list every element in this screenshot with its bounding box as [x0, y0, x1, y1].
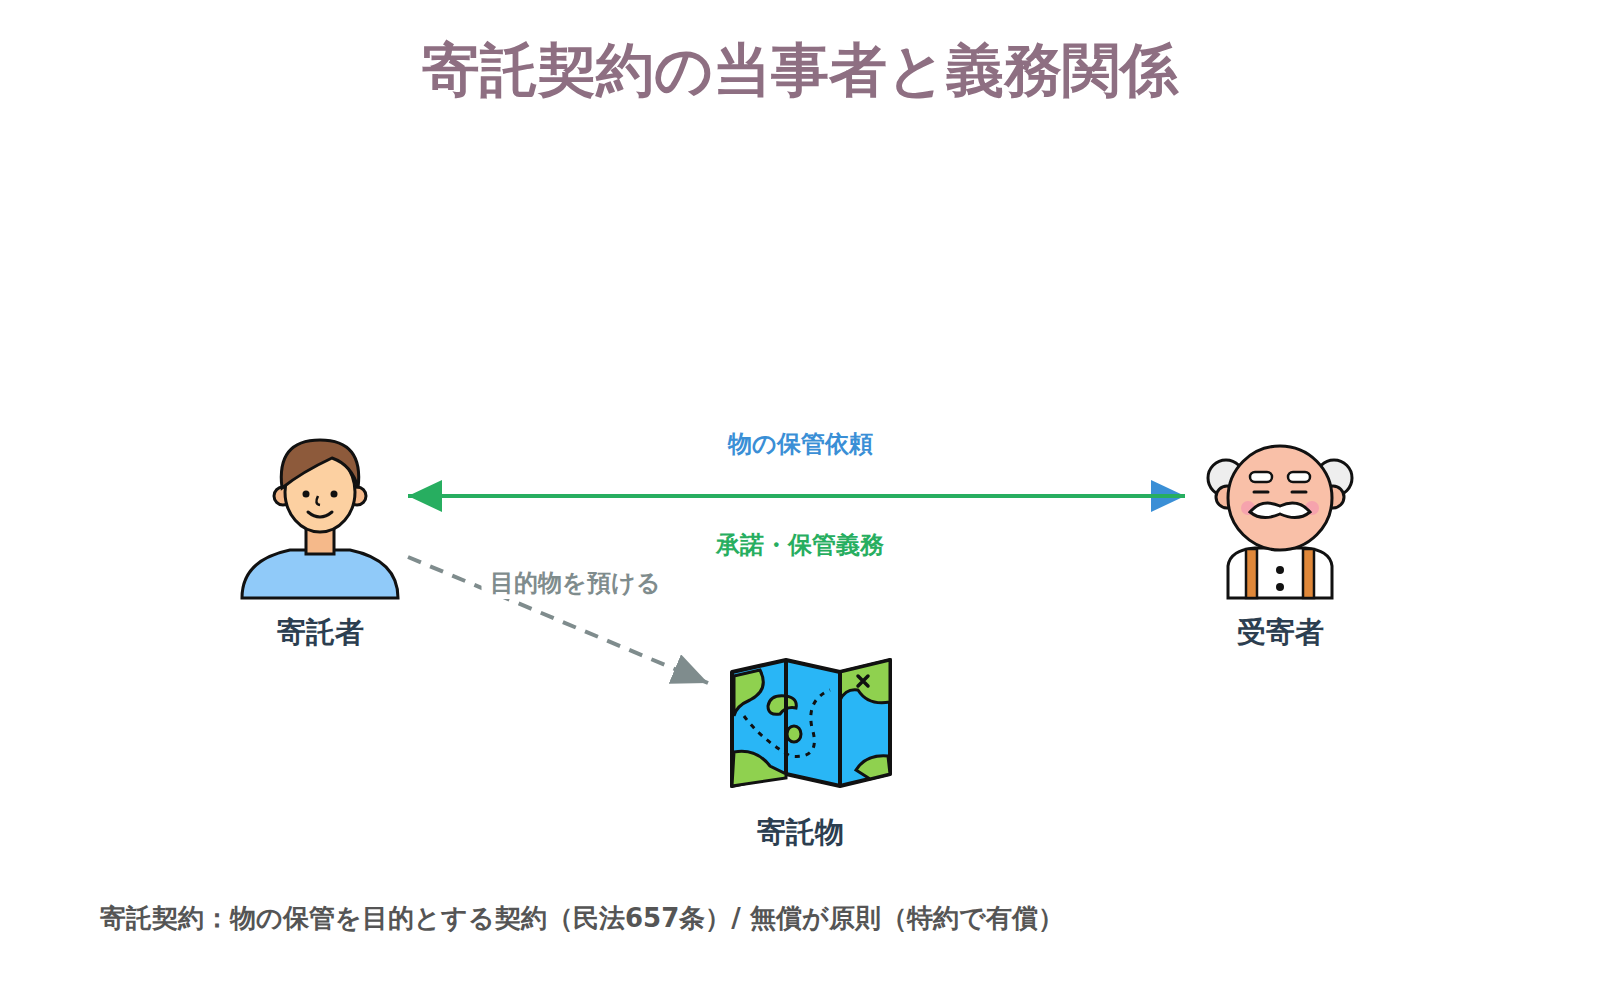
- diagram-title: 寄託契約の当事者と義務関係: [0, 30, 1600, 110]
- node-label: 寄託物: [757, 814, 844, 850]
- party-node: 寄託物: [708, 640, 892, 850]
- node-label: 受寄者: [1237, 614, 1324, 650]
- edge-label: 承諾・保管義務: [708, 529, 892, 561]
- party-node: 受寄者: [1185, 440, 1375, 650]
- party-node: 寄託者: [232, 440, 408, 650]
- relation-connector: [408, 494, 1185, 498]
- edge-label: 物の保管依頼: [720, 428, 881, 460]
- node-label: 寄託者: [277, 614, 364, 650]
- edge-label: 目的物を預ける: [482, 567, 669, 599]
- diagram-caption: 寄託契約：物の保管を目的とする契約（民法657条）/ 無償が原則（特約で有償）: [100, 900, 1064, 936]
- bailee-icon: [1208, 446, 1352, 598]
- depositor-icon: [242, 440, 398, 598]
- map-icon: [732, 660, 890, 786]
- relation-connector: [408, 494, 1185, 498]
- relation-connector: [408, 557, 708, 683]
